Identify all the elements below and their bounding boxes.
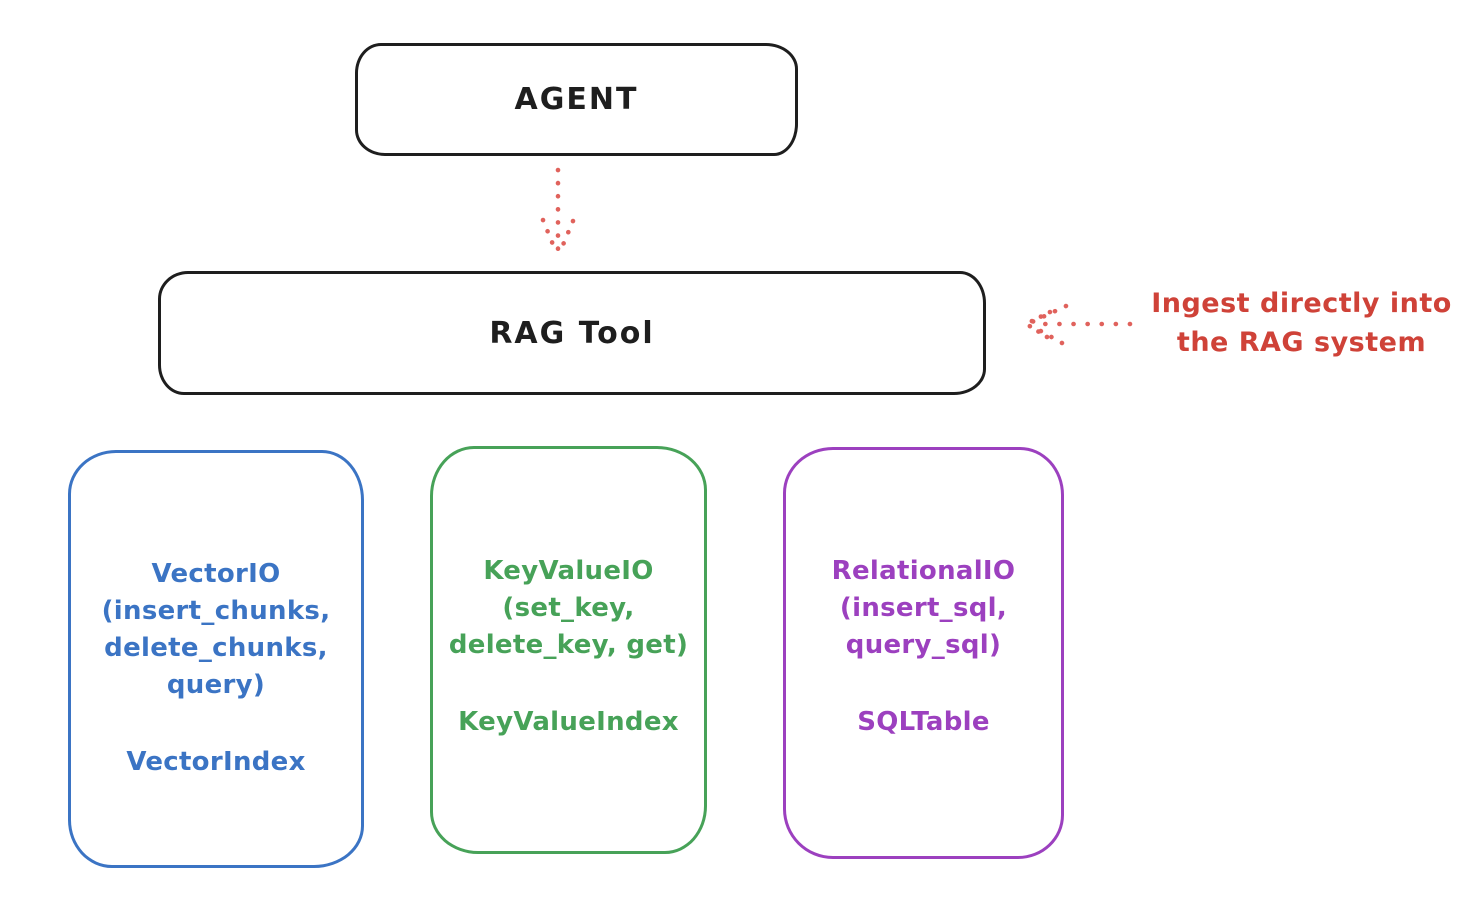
relationalio-line: RelationalIO bbox=[831, 556, 1016, 586]
spacer bbox=[433, 664, 704, 704]
vectorio-line: delete_chunks, bbox=[104, 633, 328, 663]
relationalio-box: RelationalIO (insert_sql, query_sql) SQL… bbox=[783, 447, 1064, 859]
spacer bbox=[71, 704, 361, 744]
rag-tool-box: RAG Tool bbox=[158, 271, 986, 395]
rag-tool-box-label: RAG Tool bbox=[489, 315, 655, 351]
spacer bbox=[786, 664, 1061, 704]
keyvalueio-box: KeyValueIO (set_key, delete_key, get) Ke… bbox=[430, 446, 707, 854]
vectorio-line: (insert_chunks, bbox=[101, 596, 331, 626]
relationalio-line: query_sql) bbox=[845, 630, 1002, 660]
keyvalueio-line: delete_key, get) bbox=[448, 630, 689, 660]
vectorindex-label: VectorIndex bbox=[126, 747, 306, 777]
ingest-annotation: Ingest directly into the RAG system bbox=[1129, 284, 1474, 362]
keyvalueio-line: (set_key, bbox=[502, 593, 635, 623]
dotted-arrow-left-icon bbox=[1025, 303, 1133, 346]
ingest-annotation-line2: the RAG system bbox=[1176, 327, 1427, 358]
vectorio-line: query) bbox=[166, 670, 266, 700]
vectorio-line: VectorIO bbox=[151, 559, 281, 589]
agent-box: AGENT bbox=[355, 43, 798, 156]
agent-box-label: AGENT bbox=[514, 82, 639, 117]
dotted-arrow-down-icon bbox=[540, 167, 576, 261]
keyvalueio-line: KeyValueIO bbox=[483, 556, 654, 586]
vectorio-box: VectorIO (insert_chunks, delete_chunks, … bbox=[68, 450, 364, 868]
relationalio-line: (insert_sql, bbox=[839, 593, 1008, 623]
ingest-annotation-line1: Ingest directly into bbox=[1151, 288, 1452, 319]
sqltable-label: SQLTable bbox=[857, 707, 990, 737]
keyvalueindex-label: KeyValueIndex bbox=[458, 707, 679, 737]
